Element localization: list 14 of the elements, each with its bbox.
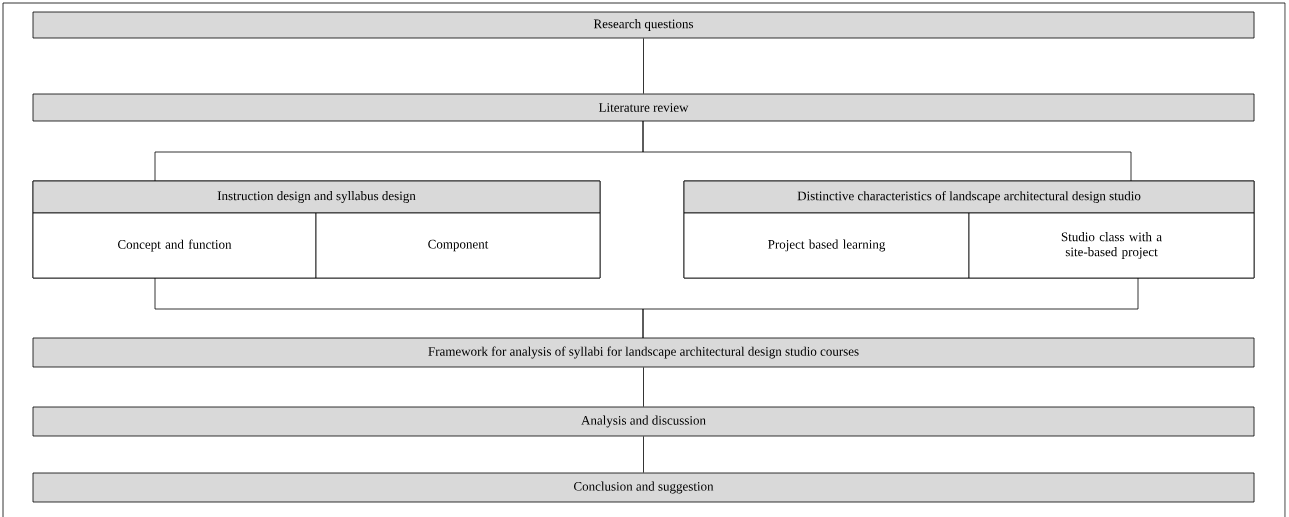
process-box: Project based learning (683, 212, 970, 279)
process-box: Literature review (32, 93, 1255, 122)
connector-line (642, 277, 1139, 339)
connector-line (643, 38, 644, 94)
connector-line (643, 436, 644, 473)
process-box: Analysis and discussion (32, 406, 1255, 437)
process-box: Conclusion and suggestion (32, 472, 1255, 503)
process-box: Concept and function (32, 212, 317, 279)
process-box: Framework for analysis of syllabi for landscape architectural design studio courses (32, 337, 1255, 368)
process-box: Research questions (32, 11, 1255, 39)
process-box: Studio class with a site-based project (968, 212, 1255, 279)
connector-line (642, 120, 1132, 182)
connector-line (643, 367, 644, 407)
process-box: Component (315, 212, 601, 279)
